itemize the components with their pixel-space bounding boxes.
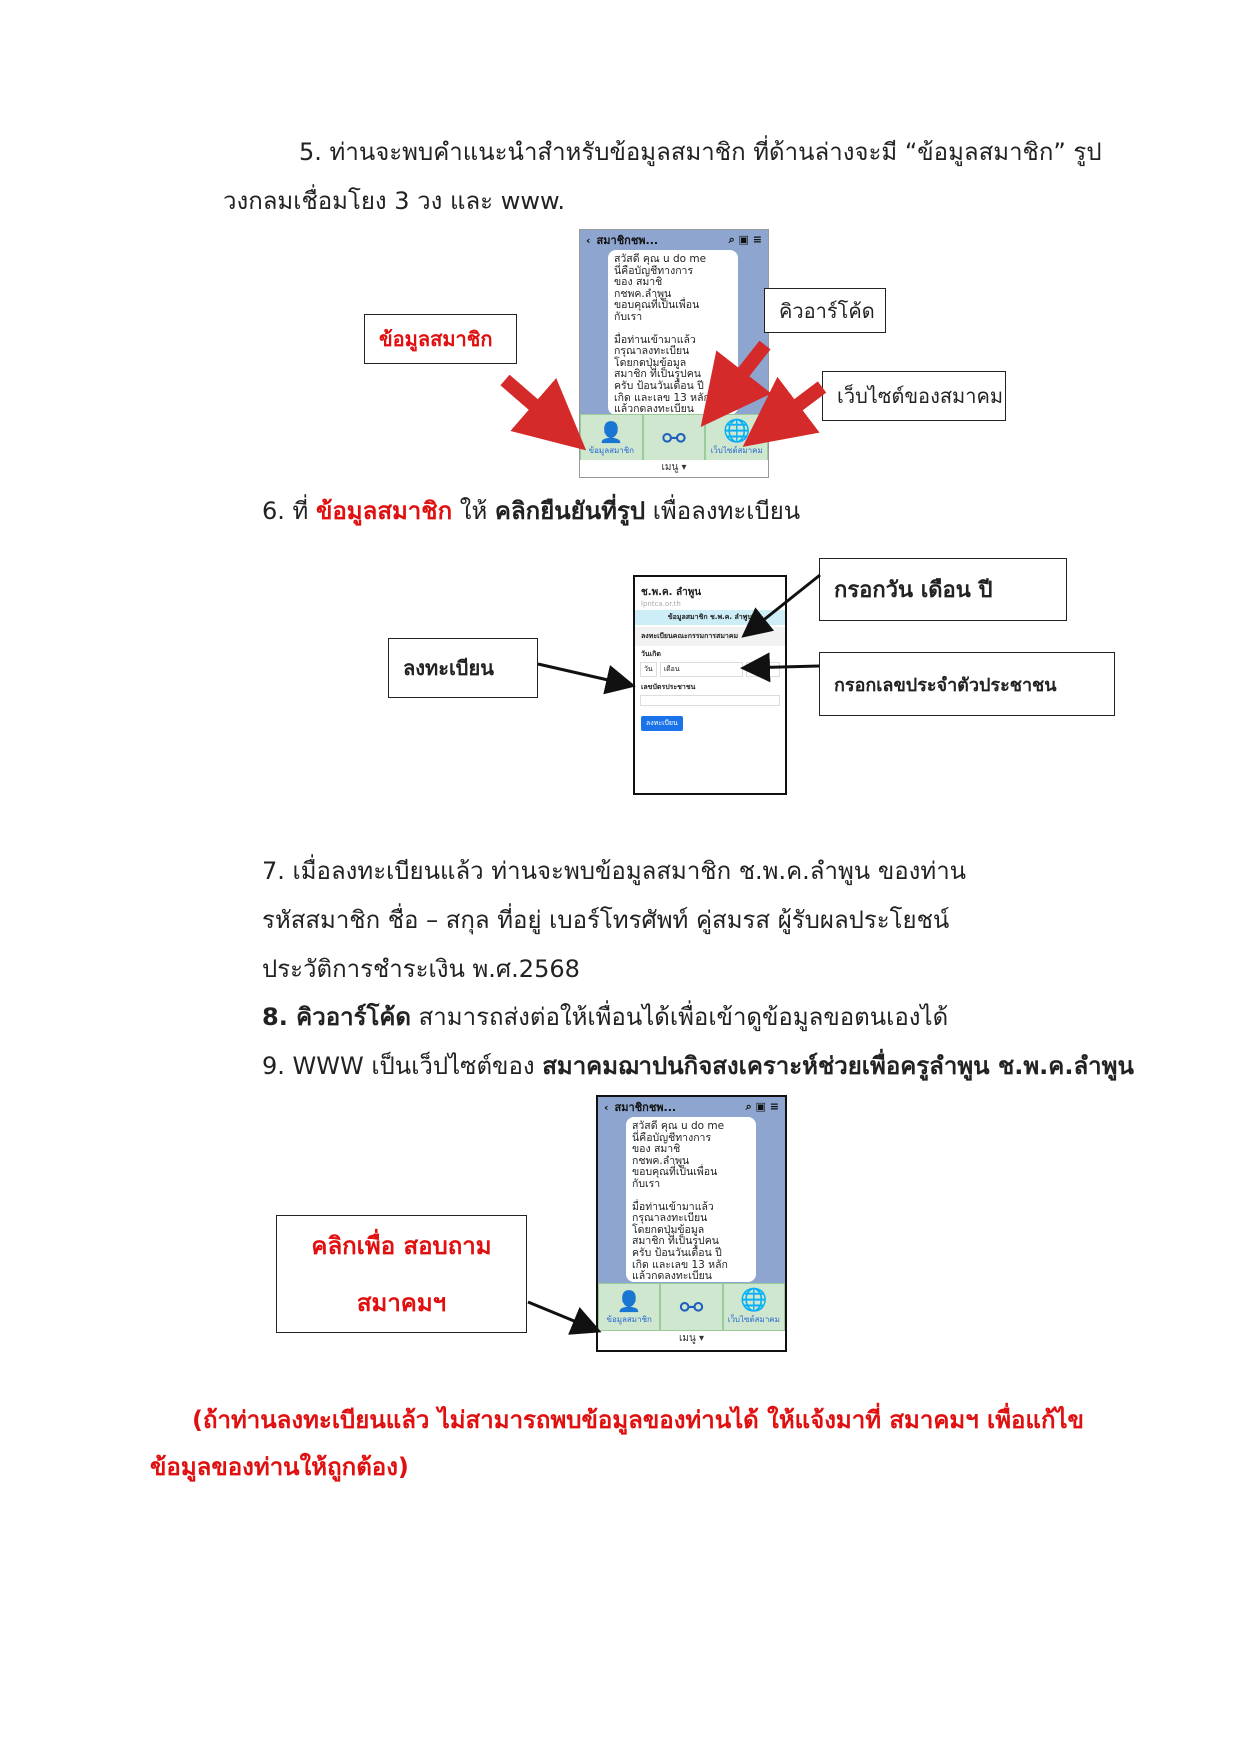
year-select[interactable]: 0: [746, 662, 780, 677]
person-icon: 👤: [598, 419, 624, 444]
step6-suffix: เพื่อลงทะเบียน: [645, 497, 801, 525]
red-arrow-web: [742, 376, 827, 447]
menu-share[interactable]: ⚯: [642, 414, 706, 462]
menu-share[interactable]: ⚯: [660, 1283, 723, 1331]
callout-fill-date: กรอกวัน เดือน ปี: [819, 558, 1067, 621]
note-line2: ข้อมูลของท่านให้ถูกต้อง): [150, 1453, 409, 1481]
chat-message: สวัสดี คุณ u do me นี่คือบัญชีทางการ ของ…: [608, 250, 738, 415]
chat-message: สวัสดี คุณ u do me นี่คือบัญชีทางการ ของ…: [626, 1117, 756, 1282]
globe-icon: 🌐: [722, 419, 751, 444]
note-line1: (ถ้าท่านลงทะเบียนแล้ว ไม่สามารถพบข้อมูลข…: [192, 1406, 1084, 1434]
form-section: ลงทะเบียนคณะกรรมการสมาคม: [635, 627, 785, 646]
step8-text: สามารถส่งต่อให้เพื่อนได้เพื่อเข้าดูข้อมู…: [411, 1003, 949, 1031]
click-ask-line1: คลิกเพื่อ สอบถาม: [311, 1232, 492, 1260]
step5-line2: วงกลมเชื่อมโยง 3 วง และ www.: [223, 187, 566, 215]
search-icon: ⌕ ▣ ≡: [745, 1100, 779, 1113]
form-banner: ข้อมูลสมาชิก ช.พ.ค. ลำพูน: [635, 610, 785, 625]
menu-web-label: เว็บไซต์สมาคม: [710, 446, 763, 455]
step7-line1: 7. เมื่อลงทะเบียนแล้ว ท่านจะพบข้อมูลสมาช…: [262, 857, 967, 885]
line-chat-screenshot-2: ‹ สมาชิกชพ... ⌕ ▣ ≡ สวัสดี คุณ u do me นี่…: [596, 1095, 787, 1352]
step6-member: ข้อมูลสมาชิก: [315, 497, 453, 525]
menu-label: เมนู ▾: [661, 462, 687, 473]
step7-line3: ประวัติการชำระเงิน พ.ศ.2568: [262, 955, 580, 983]
step9-bold: สมาคมฌาปนกิจสงเคราะห์ช่วยเพื่อครูลำพูน ช…: [542, 1052, 1134, 1080]
arrow-click-ask: [527, 1300, 602, 1335]
step8-bold: 8. คิวอาร์โค้ด: [262, 1003, 412, 1031]
register-submit-button[interactable]: ลงทะเบียน: [641, 716, 683, 731]
step6-bold: คลิกยืนยันที่รูป: [494, 497, 646, 525]
share-icon: ⚯: [679, 1290, 704, 1324]
step6-prefix: 6. ที่: [262, 497, 316, 525]
id-input[interactable]: [640, 695, 780, 706]
step7-line2: รหัสสมาชิก ชื่อ – สกุล ที่อยู่ เบอร์โทรศ…: [262, 906, 950, 934]
line-chat-screenshot-1: ‹ สมาชิกชพ... ⌕ ▣ ≡ สวัสดี คุณ u do me นี่…: [579, 229, 769, 478]
form-url: lpntca.or.th: [641, 600, 681, 608]
menu-web-label: เว็บไซต์สมาคม: [727, 1315, 780, 1324]
menu-member-info[interactable]: 👤ข้อมูลสมาชิก: [580, 414, 643, 462]
day-select[interactable]: วัน: [640, 662, 657, 677]
back-icon: ‹: [604, 1100, 609, 1114]
form-title: ช.พ.ค. ลำพูน: [641, 587, 702, 598]
back-icon: ‹: [586, 233, 591, 247]
dob-label: วันเกิด: [641, 650, 661, 658]
menu-website[interactable]: 🌐 เว็บไซต์สมาคม: [705, 414, 768, 462]
menu-website[interactable]: 🌐 เว็บไซต์สมาคม: [722, 1283, 785, 1331]
step5-line1: 5. ท่านจะพบคำแนะนำสำหรับข้อมูลสมาชิก ที่…: [299, 138, 1102, 166]
step6: 6. ที่ ข้อมูลสมาชิก ให้ คลิกยืนยันที่รูป…: [262, 497, 800, 526]
callout-member-info: ข้อมูลสมาชิก: [364, 314, 517, 364]
month-select[interactable]: เดือน: [659, 662, 743, 677]
menu-member-label: ข้อมูลสมาชิก: [606, 1314, 652, 1324]
red-arrow-member: [500, 374, 587, 451]
globe-icon: 🌐: [740, 1288, 768, 1313]
menu-member-label: ข้อมูลสมาชิก: [588, 445, 635, 455]
arrow-register: [537, 662, 636, 695]
chat-title: สมาชิกชพ...: [596, 234, 659, 247]
share-icon: ⚯: [662, 421, 686, 455]
callout-qr-code: คิวอาร์โค้ด: [764, 288, 886, 333]
chat-title: สมาชิกชพ...: [614, 1101, 677, 1114]
menu-member-info[interactable]: 👤ข้อมูลสมาชิก: [598, 1283, 661, 1331]
registration-form-screenshot: ช.พ.ค. ลำพูน lpntca.or.th ข้อมูลสมาชิก ช…: [633, 575, 787, 795]
id-label: เลขบัตรประชาชน: [641, 683, 696, 691]
menu-toggle[interactable]: เมนู ▾: [598, 1331, 785, 1350]
callout-register: ลงทะเบียน: [388, 638, 538, 698]
menu-toggle[interactable]: เมนู ▾: [580, 460, 768, 477]
step8: 8. คิวอาร์โค้ด สามารถส่งต่อให้เพื่อนได้เ…: [262, 1003, 948, 1032]
callout-fill-id: กรอกเลขประจำตัวประชาชน: [819, 652, 1115, 716]
search-icon: ⌕ ▣ ≡: [728, 233, 762, 246]
step6-mid: ให้: [452, 497, 495, 525]
click-ask-line2: สมาคมฯ: [356, 1289, 447, 1317]
person-icon: 👤: [616, 1288, 642, 1313]
step9-text: 9. WWW เป็นเว็ปไซต์ของ: [262, 1052, 543, 1080]
callout-website: เว็บไซต์ของสมาคม: [822, 371, 1006, 421]
step9: 9. WWW เป็นเว็ปไซต์ของ สมาคมฌาปนกิจสงเคร…: [262, 1052, 1134, 1081]
menu-label: เมนู ▾: [678, 1333, 705, 1344]
callout-click-ask: คลิกเพื่อ สอบถาม สมาคมฯ: [276, 1215, 527, 1333]
